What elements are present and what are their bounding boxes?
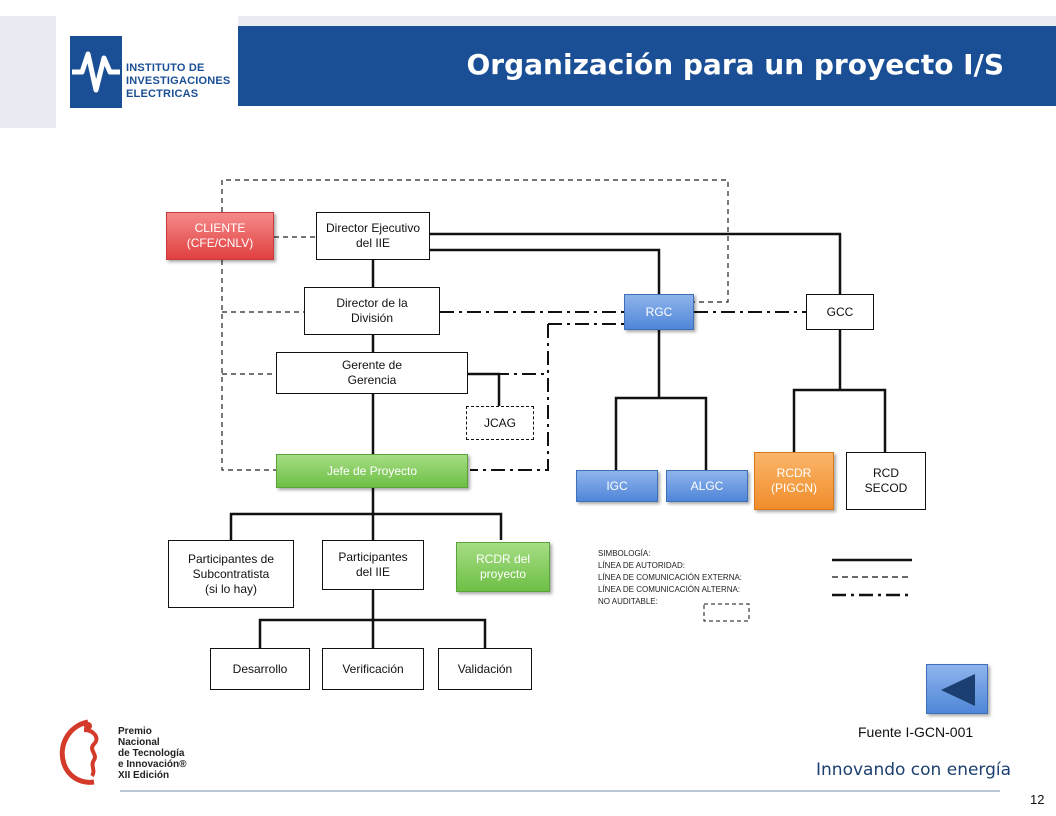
participantes-iie-line-1: Participantes: [338, 550, 408, 564]
rcdr-proyecto-line-1: RCDR del: [475, 552, 530, 566]
rcd-secod-line-2: SECOD: [864, 481, 908, 495]
desarrollo-node: Desarrollo: [210, 648, 310, 690]
director-division-line-1: Director de la: [336, 296, 408, 310]
footer-rule: [120, 790, 1000, 792]
source-label: Fuente I-GCN-001: [858, 724, 974, 740]
director-ejecutivo-line-2: del IIE: [355, 236, 391, 250]
rcdr-pigcn-line-2: (PIGCN): [771, 481, 817, 495]
logo-line-2: INVESTIGACIONES: [126, 75, 231, 87]
verificacion-label: Verificación: [342, 661, 404, 676]
participantes-sub-line-2: Subcontratista: [192, 566, 270, 581]
page-title: Organización para un proyecto I/S: [466, 48, 1005, 81]
director-ejecutivo-line-1: Director Ejecutivo: [325, 221, 421, 235]
cliente-node: CLIENTE(CFE/CNLV): [166, 212, 274, 260]
jcag-node: JCAG: [466, 406, 534, 440]
cliente-line-1: CLIENTE: [194, 221, 246, 235]
algc-node: ALGC: [666, 470, 748, 502]
rcdr-proyecto-line-2: proyecto: [479, 567, 526, 581]
algc-label: ALGC: [690, 478, 724, 493]
header-top-strip: [0, 16, 1056, 28]
rgc-node: RGC: [624, 294, 694, 330]
cliente-line-2: (CFE/CNLV): [186, 236, 254, 250]
legend: SIMBOLOGÍA: LÍNEA DE AUTORIDAD: LÍNEA DE…: [598, 548, 742, 608]
legend-no-auditable: NO AUDITABLE:: [598, 597, 658, 606]
award-line-4: e Innovación®: [118, 759, 187, 770]
legend-samples: [703, 558, 912, 622]
participantes-sub-line-1: Participantes de: [187, 551, 275, 566]
logo-text: INSTITUTO DE INVESTIGACIONES ELECTRICAS: [126, 62, 230, 101]
legend-autoridad: LÍNEA DE AUTORIDAD:: [598, 561, 685, 570]
legend-title: SIMBOLOGÍA:: [598, 549, 651, 558]
rcdr-pigcn-line-1: RCDR: [776, 466, 812, 480]
gcc-node: GCC: [806, 294, 874, 330]
award-line-1: Premio: [118, 726, 152, 737]
logo-line-3: ELECTRICAS: [126, 88, 199, 100]
logo-line-1: INSTITUTO DE: [126, 62, 205, 74]
validacion-node: Validación: [438, 648, 532, 690]
director-division-line-2: División: [350, 311, 393, 325]
gerente-line-1: Gerente de: [341, 358, 403, 372]
rcdr-pigcn-node: RCDR(PIGCN): [754, 452, 834, 510]
jefe-proyecto-node: Jefe de Proyecto: [276, 454, 468, 488]
left-triangle-icon: [941, 674, 975, 706]
igc-node: IGC: [576, 470, 658, 502]
rgc-label: RGC: [645, 304, 673, 319]
desarrollo-label: Desarrollo: [232, 661, 288, 676]
award-line-5: XII Edición: [118, 770, 170, 781]
gcc-label: GCC: [826, 304, 854, 319]
page-number: 12: [1030, 792, 1045, 807]
igc-label: IGC: [606, 478, 628, 493]
legend-alterna: LÍNEA DE COMUNICACIÓN ALTERNA:: [598, 585, 741, 594]
external-communication-lines: [221, 179, 729, 471]
legend-externa: LÍNEA DE COMUNICACIÓN EXTERNA:: [598, 573, 743, 582]
rcd-secod-line-1: RCD: [873, 466, 899, 480]
header-left-gap: [0, 16, 56, 128]
participantes-iie-line-2: del IIE: [355, 565, 391, 579]
jcag-label: JCAG: [483, 415, 516, 430]
back-button[interactable]: [926, 664, 988, 714]
footer-slogan: Innovando con energía: [816, 760, 1012, 780]
jefe-proyecto-label: Jefe de Proyecto: [326, 463, 418, 478]
participantes-sub-line-3: (si lo hay): [204, 581, 257, 596]
premio-nacional-text: Premio Nacional de Tecnología e Innovaci…: [118, 726, 187, 781]
premio-nacional-logo-icon: [59, 719, 99, 785]
gerente-line-2: Gerencia: [347, 373, 397, 387]
validacion-label: Validación: [457, 661, 513, 676]
award-line-3: de Tecnología: [118, 748, 185, 759]
award-line-2: Nacional: [118, 737, 160, 748]
iie-logo-icon: [70, 36, 122, 108]
verificacion-node: Verificación: [322, 648, 424, 690]
alternate-communication-lines: [440, 311, 806, 471]
